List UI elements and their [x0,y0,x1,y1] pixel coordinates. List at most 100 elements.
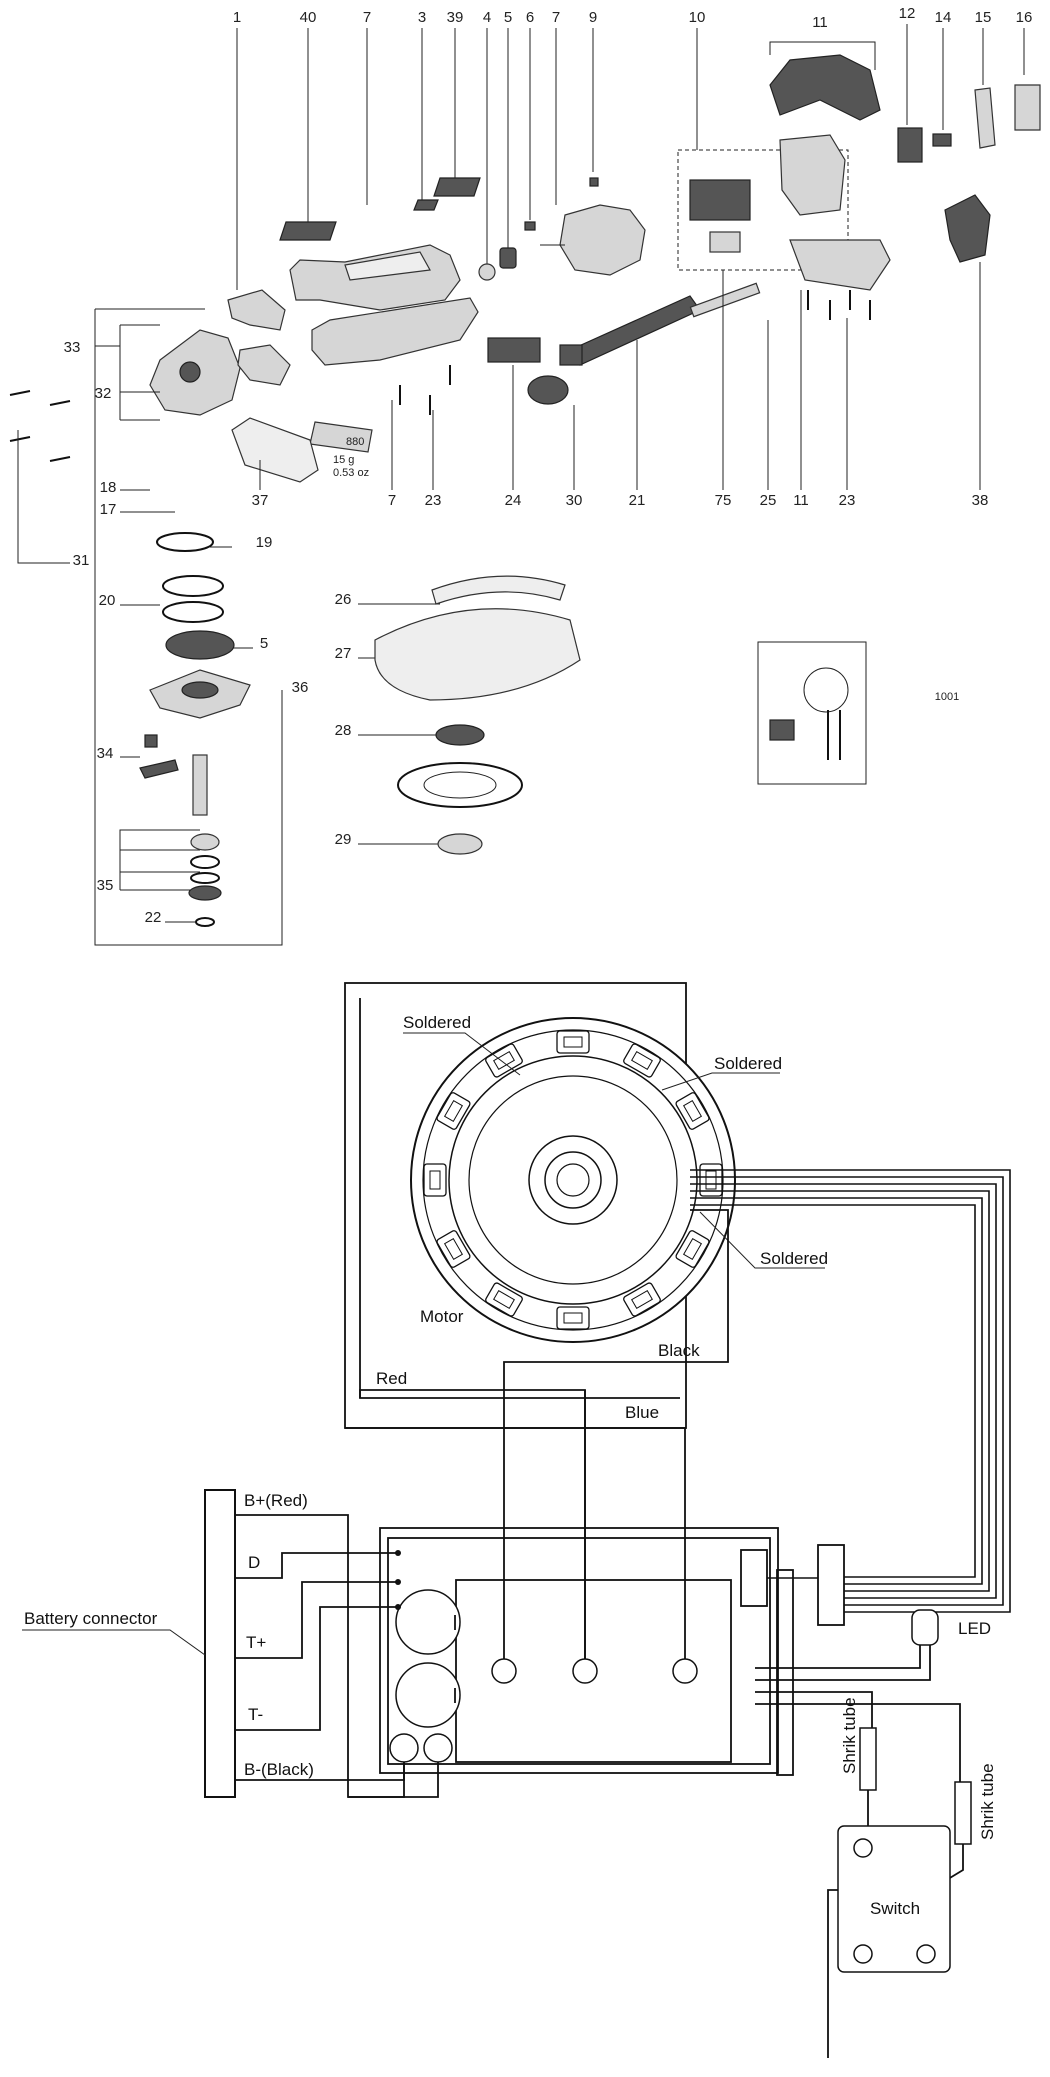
clip-16-part [1014,84,1041,131]
callout-24: 24 [505,492,522,509]
grease-tube-weight-oz: 0.53 oz [333,467,369,479]
callout-3: 3 [418,9,426,26]
plate-12-part [897,127,923,163]
phase-terminal-black [491,1658,517,1684]
hall-wire [690,1183,997,1599]
clip-15-part [974,87,996,149]
heatsink-area [455,1579,732,1763]
stator-tooth [556,1306,590,1330]
stator-winding [443,1238,464,1260]
label-switch: Switch [870,1899,920,1918]
stator-tooth [556,1030,590,1054]
stator-winding [631,1289,653,1310]
cover-38-part [944,194,991,263]
wire-d [235,1552,398,1579]
switch-body [837,1825,951,1973]
stator-tooth [623,1043,661,1078]
b-minus-terminal-b [423,1733,453,1763]
callout-38: 38 [972,492,989,509]
callout-17: 17 [100,501,117,518]
callout-18: 18 [100,479,117,496]
electronics-group [677,149,849,271]
callout-21: 21 [629,492,646,509]
hall-wire [690,1204,976,1578]
label-black: Black [658,1341,700,1360]
rotor-hub [528,1135,618,1225]
wire-led [755,1645,921,1669]
flange-28 [435,724,485,746]
controller-outer [379,1527,779,1774]
callout-33: 33 [64,339,81,356]
mid-callouts: 33 32 31 18 17 19 20 5 36 34 35 22 37 7 … [64,339,989,926]
capacitor-2 [395,1662,461,1728]
capacitor-1 [395,1589,461,1655]
callout-11b: 11 [793,492,809,509]
motor-stator [410,1017,736,1343]
o-ring-19 [156,532,214,552]
callout-29: 29 [335,831,352,848]
callout-31: 31 [73,552,90,569]
label-shrik-tube-1: Shrik tube [840,1697,859,1774]
label-39-part [433,177,481,197]
label-3-part [413,199,439,211]
stator-winding [682,1238,703,1260]
side-handle-part [231,417,319,483]
controller-board [387,1537,771,1765]
callout-7b: 7 [552,9,560,26]
callout-37: 37 [252,492,269,509]
bevel-gear-5 [165,630,235,660]
mid-leaders [17,262,981,946]
callout-5: 5 [504,9,512,26]
hall-connector [740,1549,768,1607]
label-t-plus: T+ [246,1633,266,1652]
hall-sensor-ribbon [690,1169,1011,1626]
housing-bottom-part [311,297,479,366]
label-soldered-1: Soldered [403,1013,471,1032]
wheel-guard-assembly [374,575,581,855]
label-red: Red [376,1369,407,1388]
hall-wire [690,1190,990,1592]
callout-5b: 5 [260,635,268,652]
top-leaders [236,24,1025,290]
callout-9: 9 [589,9,597,26]
stator-winding [429,1170,441,1190]
exploded-parts: 880 15 g 0.53 oz [9,54,1041,483]
shrink-tube-2 [954,1781,972,1845]
gear-stack [139,532,251,927]
label-t-minus: T- [248,1705,263,1724]
label-shrik-tube-2: Shrik tube [978,1763,997,1840]
grease-tube-code: 880 [346,436,364,448]
wire-black [503,1209,729,1667]
stator-teeth [423,1030,723,1330]
inset-code: 1001 [935,691,959,703]
callout-14: 14 [935,9,952,26]
hall-wire [690,1176,1004,1606]
callout-15: 15 [975,9,992,26]
stator-tooth [423,1163,447,1197]
armature-part [559,204,646,276]
stator-tooth [675,1230,710,1268]
inset-detail: 1001 [757,641,959,785]
stator-winding [631,1050,653,1071]
stator-tooth [436,1092,471,1130]
stator-winding [443,1100,464,1122]
label-motor: Motor [420,1307,464,1326]
callout-7c: 7 [388,492,396,509]
top-callouts: 1 40 7 3 39 4 5 6 7 9 10 11 12 14 15 16 [233,5,1033,31]
stator-winding [563,1312,583,1324]
wire-b-minus [235,1762,405,1781]
stator-tooth [485,1043,523,1078]
grease-tube-part [309,421,373,453]
spindle-part [192,754,208,816]
stator-tooth [675,1092,710,1130]
stator-winding [705,1170,717,1190]
phase-terminal-red [572,1658,598,1684]
hall-wire [690,1169,1011,1613]
callout-19: 19 [256,534,273,551]
callout-35: 35 [97,877,114,894]
callout-10: 10 [689,9,706,26]
clamp-nut-29 [437,833,483,855]
stator-tooth [436,1230,471,1268]
spring-14-part [932,133,952,147]
wiring-diagram: Soldered Soldered Soldered Motor Black R… [22,982,1011,2058]
